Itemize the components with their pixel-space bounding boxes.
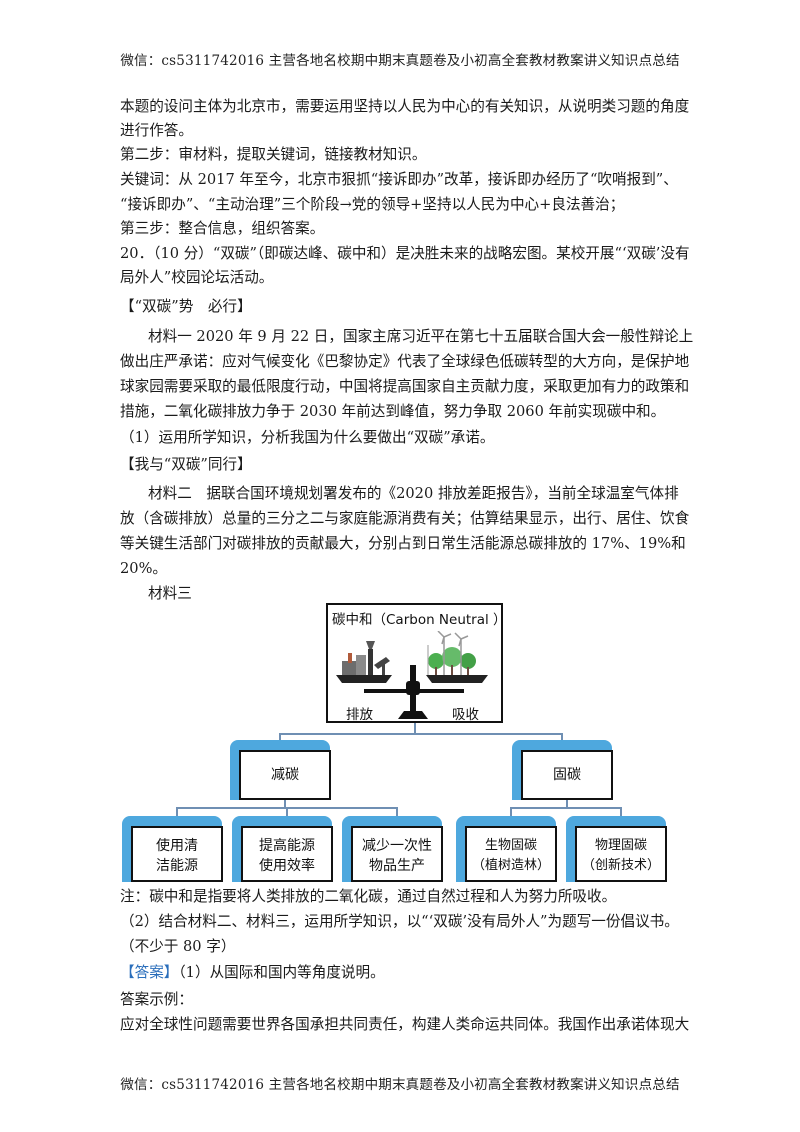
- text-line: 进行作答。: [120, 122, 193, 139]
- leaf-line: （创新技术）: [581, 858, 660, 873]
- note-line: 注：碳中和是指要将人类排放的二氧化碳，通过自然过程和人为努力所吸收。: [120, 888, 617, 905]
- answer-line: 【答案】（1）从国际和国内等角度说明。: [120, 963, 385, 983]
- text-line: 球家园需要采取的最低限度行动，中国将提高国家自主贡献力度，采取更加有力的政策和: [120, 378, 690, 395]
- leaf-line: 减少一次性: [362, 838, 432, 854]
- leaf-line: 使用清: [156, 838, 198, 854]
- question-20: 20．（10 分）“双碳”（即碳达峰、碳中和）是决胜未来的战略宏图。某校开展“‘…: [120, 245, 690, 262]
- text-line: “接诉即办”、“主动治理”三个阶段→党的领导+坚持以人民为中心+良法善治；: [120, 196, 625, 213]
- connector: [561, 733, 563, 741]
- energy-efficiency-box: 提高能源 使用效率: [241, 826, 333, 882]
- text-line: （不少于 80 字）: [120, 938, 236, 955]
- sub-question-2: （2）结合材料二、材料三，运用所学知识，以“‘双碳’没有局外人”为题写一份倡议书…: [120, 913, 679, 930]
- text-line: 关键词：从 2017 年至今，北京市狠抓“接诉即办”改革，接诉即办经历了“吹哨报…: [120, 171, 678, 188]
- emission-label: 排放: [346, 707, 373, 723]
- text-line: 应对全球性问题需要世界各国承担共同责任，构建人类命运共同体。我国作出承诺体现大: [120, 1016, 690, 1033]
- connector: [176, 807, 178, 817]
- leaf-line: 提高能源: [259, 838, 315, 854]
- connector: [510, 807, 622, 809]
- connector: [286, 807, 288, 817]
- connector: [284, 800, 286, 808]
- text-line: 本题的设问主体为北京市，需要运用坚持以人民为中心的有关知识，从说明类习题的角度: [120, 98, 690, 115]
- text-line: 措施，二氧化碳排放力争于 2030 年前达到峰值，努力争取 2060 年前实现碳…: [120, 403, 666, 420]
- answer-tag: 【答案】: [120, 964, 179, 981]
- text-line: 等关键生活部门对碳排放的贡献最大，分别占到日常生活能源总碳排放的 17%、19%…: [120, 535, 686, 552]
- leaf-line: 物品生产: [369, 858, 425, 874]
- answer-text: （1）从国际和国内等角度说明。: [178, 964, 385, 981]
- leaf-line: （植树造林）: [471, 858, 550, 873]
- page-footer: 微信：cs5311742016 主营各地名校期中期末真题卷及小初高全套教材教案讲…: [120, 1077, 680, 1093]
- material-2: 材料二 据联合国环境规划署发布的《2020 排放差距报告》，当前全球温室气体排: [148, 485, 679, 502]
- reduce-carbon-box: 减碳: [239, 750, 331, 800]
- connector: [279, 733, 281, 741]
- text-line: 放（含碳排放）总量的三分之二与家庭能源消费有关；估算结果显示，出行、居住、饮食: [120, 510, 690, 527]
- biological-carbon-box: 生物固碳 （植树造林）: [465, 826, 557, 882]
- text-line: 答案示例：: [120, 991, 193, 1008]
- leaf-line: 洁能源: [156, 858, 198, 874]
- clean-energy-box: 使用清 洁能源: [131, 826, 223, 882]
- carbon-neutral-image: 碳中和（Carbon Neutral ）: [326, 603, 507, 723]
- text-line: 做出庄严承诺：应对气候变化《巴黎协定》代表了全球绿色低碳转型的大方向，是保护地: [120, 353, 690, 370]
- leaf-line: 使用效率: [259, 858, 315, 874]
- connector: [620, 807, 622, 817]
- disposable-reduction-box: 减少一次性 物品生产: [351, 826, 443, 882]
- text-line: 局外人”校园论坛活动。: [120, 269, 274, 286]
- material-3-label: 材料三: [148, 585, 192, 602]
- text-line: 第三步：整合信息，组织答案。: [120, 220, 325, 237]
- connector: [414, 723, 416, 734]
- absorption-label: 吸收: [452, 707, 479, 723]
- text-line: 20%。: [120, 560, 168, 577]
- material-1: 材料一 2020 年 9 月 22 日，国家主席习近平在第七十五届联合国大会一般…: [148, 328, 694, 345]
- physical-carbon-box: 物理固碳 （创新技术）: [575, 826, 667, 882]
- leaf-line: 生物固碳: [484, 838, 537, 853]
- fix-carbon-box: 固碳: [521, 750, 613, 800]
- page-header: 微信：cs5311742016 主营各地名校期中期末真题卷及小初高全套教材教案讲…: [120, 53, 680, 69]
- text-line: 第二步：审材料，提取关键词，链接教材知识。: [120, 146, 427, 163]
- section-heading: 【“双碳”势 必行】: [120, 298, 252, 315]
- sub-question-1: （1）运用所学知识，分析我国为什么要做出“双碳”承诺。: [120, 429, 495, 446]
- connector: [566, 800, 568, 808]
- connector: [510, 807, 512, 817]
- connector: [279, 733, 563, 735]
- connector: [396, 807, 398, 817]
- balance-scale-icon: [336, 631, 488, 719]
- leaf-line: 物理固碳: [594, 838, 647, 853]
- fix-carbon-label: 固碳: [553, 767, 581, 783]
- reduce-carbon-label: 减碳: [271, 767, 299, 783]
- diagram-title: 碳中和（Carbon Neutral ）: [332, 612, 507, 628]
- section-heading: 【我与“双碳”同行】: [120, 456, 252, 473]
